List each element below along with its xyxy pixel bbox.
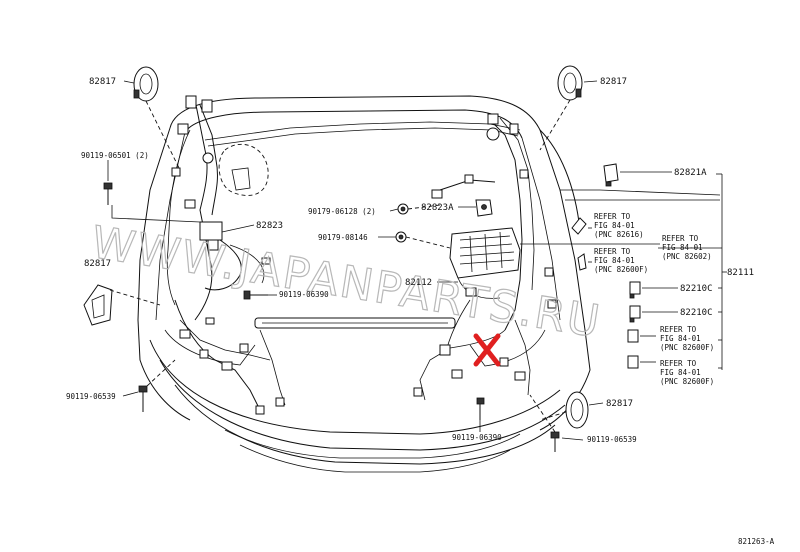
label-90119-06390-a: 90119-06390 — [279, 290, 329, 299]
label-90119-06390-b: 90119-06390 — [452, 433, 502, 442]
bolt-90119-06539-left — [138, 385, 148, 412]
bolt-90119-06390-b — [476, 397, 485, 420]
label-82112: 82112 — [405, 278, 432, 288]
refer-line-2: FIG 84-01 — [594, 221, 635, 230]
refer-line-3: (PNC 82600F) — [660, 377, 714, 386]
right-wiring-harness — [413, 113, 557, 401]
refer-block-82602: REFER TO FIG 84-01 (PNC 82602) — [662, 234, 712, 261]
label-82111: 82111 — [727, 268, 754, 278]
part-82600F-ref-2 — [627, 329, 639, 343]
part-labels: 82817 82817 82817 82817 90119-06501 (2) … — [66, 77, 775, 546]
part-82600F-ref-1 — [577, 253, 587, 271]
grommet-82817-bottom-right — [565, 391, 589, 429]
label-90119-06539-right: 90119-06539 — [587, 435, 637, 444]
refer-block-82600F-1: REFER TO FIG 84-01 (PNC 82600F) — [594, 247, 648, 274]
refer-line-1: REFER TO — [660, 359, 697, 368]
label-82817-bottom-right: 82817 — [606, 399, 633, 409]
nut-90179-06128 — [397, 203, 409, 215]
refer-line-3: (PNC 82616) — [594, 230, 644, 239]
label-82821A: 82821A — [674, 168, 707, 178]
part-82616-ref — [571, 217, 587, 235]
label-82823: 82823 — [256, 221, 283, 231]
refer-block-82600F-2: REFER TO FIG 84-01 (PNC 82600F) — [660, 325, 714, 352]
figure-id-label: 821263-A — [738, 537, 775, 546]
label-90179-06128: 90179-06128 (2) — [308, 207, 376, 216]
label-82817-top-left: 82817 — [89, 77, 116, 87]
vehicle-body-outline — [137, 95, 721, 473]
refer-line-2: FIG 84-01 — [660, 334, 701, 343]
label-82817-top-right: 82817 — [600, 77, 627, 87]
label-82817-mid-left: 82817 — [84, 259, 111, 269]
part-82210C-1 — [629, 281, 641, 299]
label-82823A: 82823A — [421, 203, 454, 213]
label-90119-06539-left: 90119-06539 — [66, 392, 116, 401]
refer-line-2: FIG 84-01 — [662, 243, 703, 252]
label-82210C-1: 82210C — [680, 284, 713, 294]
part-82600F-ref-3 — [627, 355, 639, 369]
refer-line-2: FIG 84-01 — [660, 368, 701, 377]
refer-line-3: (PNC 82602) — [662, 252, 712, 261]
grommet-82817-top-left — [133, 66, 159, 102]
refer-line-1: REFER TO — [594, 212, 631, 221]
refer-line-3: (PNC 82600F) — [660, 343, 714, 352]
part-82821A — [603, 163, 619, 187]
part-82210C-2 — [629, 305, 641, 323]
refer-line-1: REFER TO — [662, 234, 699, 243]
bolt-90119-06539-right — [550, 431, 560, 452]
refer-line-2: FIG 84-01 — [594, 256, 635, 265]
leader-lines — [107, 80, 727, 441]
relay-block-fuses — [459, 231, 515, 273]
grommet-82817-top-right — [557, 65, 583, 101]
nut-90179-08146 — [395, 231, 407, 243]
label-90179-08146: 90179-08146 — [318, 233, 368, 242]
refer-line-1: REFER TO — [660, 325, 697, 334]
bolt-90119-06501 — [103, 182, 113, 205]
refer-block-82616: REFER TO FIG 84-01 (PNC 82616) — [594, 212, 644, 239]
refer-block-82600F-3: REFER TO FIG 84-01 (PNC 82600F) — [660, 359, 714, 386]
grommet-82817-mid-left — [83, 284, 113, 326]
bolt-90119-06390-a — [243, 290, 268, 300]
refer-line-3: (PNC 82600F) — [594, 265, 648, 274]
refer-line-1: REFER TO — [594, 247, 631, 256]
red-x-mark — [473, 333, 501, 367]
label-90119-06501: 90119-06501 (2) — [81, 151, 149, 160]
label-82210C-2: 82210C — [680, 308, 713, 318]
